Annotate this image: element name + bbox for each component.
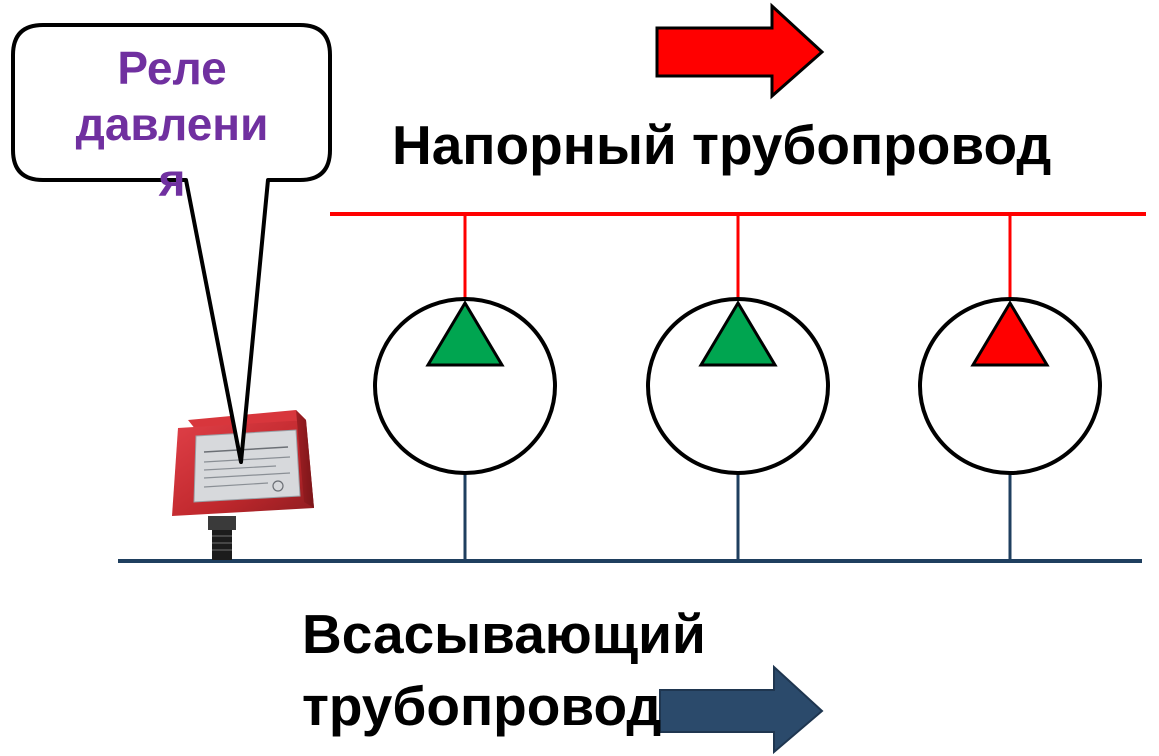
- relay-side: [296, 410, 314, 508]
- right-arrow-icon: [655, 2, 825, 100]
- discharge-pipe-label: Напорный трубопровод: [392, 114, 1052, 176]
- callout-bubble: [11, 23, 332, 464]
- pump-2-status-triangle: [698, 300, 778, 367]
- callout-label: Реле давлени я: [22, 40, 322, 208]
- relay-thread: [212, 530, 232, 560]
- pump-2: [646, 297, 830, 475]
- relay-fitting: [208, 516, 236, 530]
- pump-3-body: [918, 297, 1102, 475]
- pressure-relay-icon: [172, 410, 314, 560]
- pump-2-body: [646, 297, 830, 475]
- callout-line-1: Реле: [117, 42, 227, 94]
- pump-3: [918, 297, 1102, 475]
- pump-1-status-triangle: [425, 300, 505, 367]
- pump-3-status-triangle: [970, 300, 1050, 367]
- discharge-flow-arrow: [655, 2, 825, 100]
- pump-1: [373, 297, 557, 475]
- right-arrow-icon: [659, 664, 824, 755]
- callout-shape: [11, 23, 332, 464]
- callout-line-3: я: [158, 154, 186, 206]
- suction-flow-arrow: [659, 664, 824, 755]
- relay-label-plate: [193, 429, 301, 503]
- callout-line-2: давлени: [75, 98, 269, 150]
- pump-1-body: [373, 297, 557, 475]
